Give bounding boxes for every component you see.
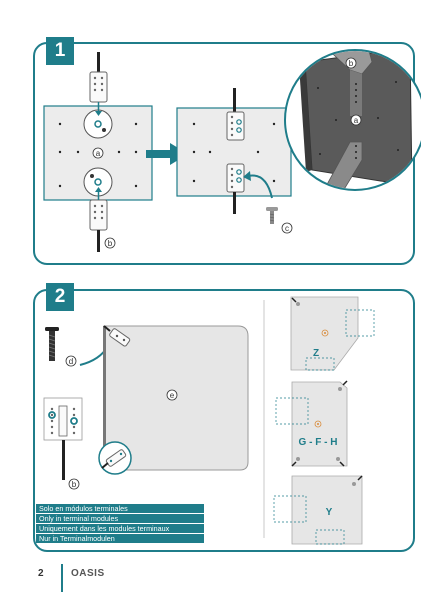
note-de: Nur in Terminalmodulen <box>36 534 204 543</box>
callout-b-zoom-text: b <box>349 59 354 68</box>
callout-c <box>281 222 293 234</box>
screw-d-icon <box>45 327 59 361</box>
curved-arrow-icon <box>247 174 273 199</box>
bracket-top <box>89 71 108 103</box>
callout-a-left <box>92 147 104 159</box>
note-fr: Uniquement dans les modules terminaux <box>36 524 204 533</box>
callout-e <box>166 389 178 401</box>
callout-a-zoom-text: a <box>354 116 359 125</box>
bracket-bottom <box>89 199 108 231</box>
step-1-badge: 1 <box>46 37 74 65</box>
callout-b-bottom-text: b <box>108 239 113 248</box>
callout-a-zoom <box>350 114 362 126</box>
bracket-mounted-bottom <box>226 163 245 193</box>
callout-b-step2-text: b <box>72 480 77 489</box>
module-gfh-label: G - F - H <box>299 437 338 448</box>
brand-name: OASIS <box>71 568 105 579</box>
callout-b-step2 <box>68 478 80 490</box>
step-2-badge: 2 <box>46 283 74 311</box>
bracket-mounted-top <box>226 111 245 141</box>
note-es: Solo en módulos terminales <box>36 504 204 513</box>
callout-c-text: c <box>285 224 289 233</box>
footer-divider <box>61 564 63 592</box>
page-number: 2 <box>38 568 44 579</box>
plate-holes-left <box>58 122 138 188</box>
callout-b-bottom <box>104 237 116 249</box>
module-y <box>291 475 363 545</box>
note-en: Only in terminal modules <box>36 514 204 523</box>
screw-c-icon <box>266 207 278 224</box>
callout-b-zoom <box>345 57 357 69</box>
corner-bracket-top <box>103 325 131 347</box>
callout-d <box>65 355 77 367</box>
callout-a-left-text: a <box>96 149 101 158</box>
module-gfh <box>291 381 348 467</box>
step-2-illustration: d e b Z G - F - H Y <box>43 296 375 545</box>
module-y-label: Y <box>326 507 333 518</box>
callout-e-text: e <box>170 391 175 400</box>
module-z-label: Z <box>313 348 319 359</box>
callout-d-text: d <box>69 357 73 366</box>
step-1-illustration: a b c <box>43 49 421 252</box>
